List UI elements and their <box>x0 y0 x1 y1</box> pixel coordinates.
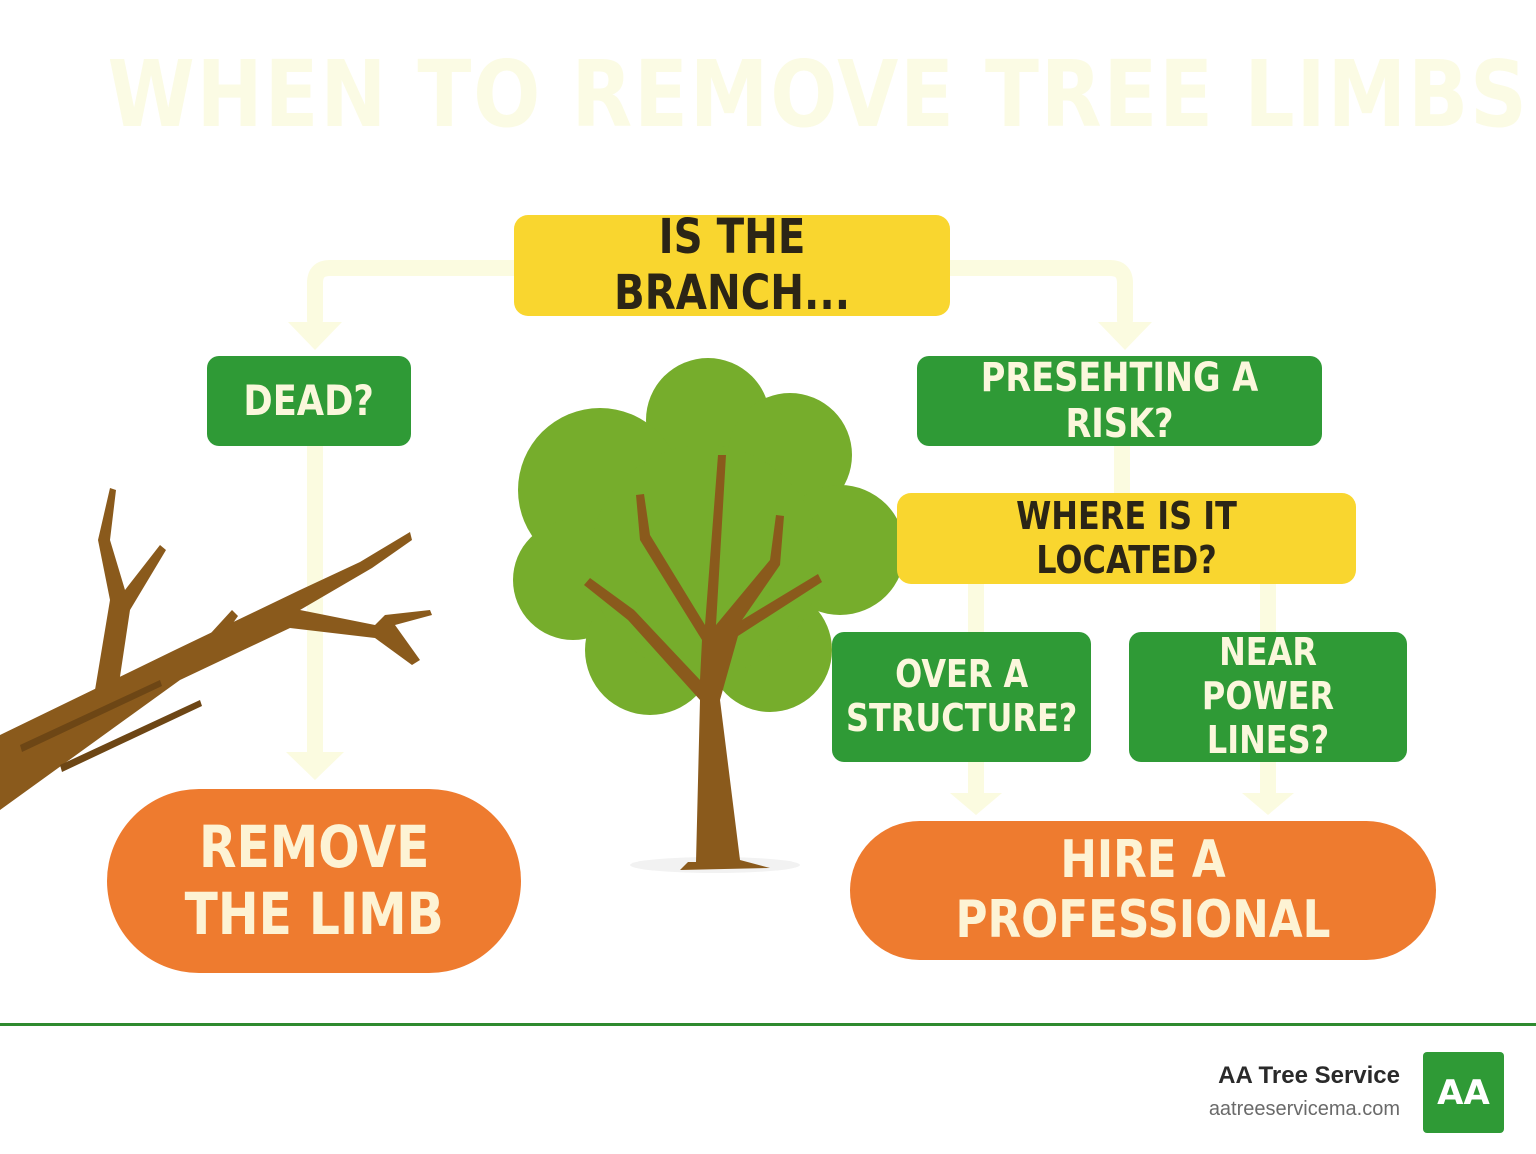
dead-question-label: DEAD? <box>243 375 375 425</box>
diagram-title: WHEN TO REMOVE TREE LIMBS <box>107 41 1529 148</box>
dead-question-box: DEAD? <box>207 356 411 446</box>
location-question-box: WHERE IS IT LOCATED? <box>897 493 1356 584</box>
remove-limb-result: REMOVE THE LIMB <box>107 789 521 973</box>
remove-limb-label: REMOVE THE LIMB <box>184 813 444 948</box>
hire-professional-label: HIRE A PROFESSIONAL <box>955 829 1331 950</box>
risk-question-label: PRESEHTING A RISK? <box>980 355 1259 447</box>
power-lines-question-box: NEAR POWER LINES? <box>1129 630 1407 762</box>
power-lines-question-label: NEAR POWER LINES? <box>1201 630 1335 762</box>
structure-question-box: OVER A STRUCTURE? <box>832 632 1091 762</box>
location-question-label: WHERE IS IT LOCATED? <box>1016 493 1237 582</box>
footer-divider <box>0 1023 1536 1026</box>
tree-illustration <box>513 358 905 873</box>
brand-name: AA Tree Service <box>1218 1062 1400 1089</box>
risk-question-box: PRESEHTING A RISK? <box>917 355 1322 447</box>
brand-url: aatreeservicema.com <box>1208 1098 1400 1120</box>
question-main-label: IS THE BRANCH... <box>613 209 851 321</box>
brand-logo-text: AA <box>1437 1072 1490 1113</box>
arrowhead-risk <box>1098 322 1152 350</box>
arrowhead-structure-hire <box>950 793 1002 815</box>
arrowhead-remove <box>286 752 344 780</box>
dead-branch-illustration <box>0 488 432 810</box>
arrowhead-dead <box>288 322 342 350</box>
connector-to-dead <box>307 260 522 328</box>
arrowhead-power-hire <box>1242 793 1294 815</box>
structure-question-label: OVER A STRUCTURE? <box>845 652 1078 740</box>
connector-to-risk <box>942 260 1133 328</box>
question-main-box: IS THE BRANCH... <box>514 210 950 320</box>
hire-professional-result: HIRE A PROFESSIONAL <box>850 821 1436 960</box>
brand-logo: AA <box>1423 1052 1504 1133</box>
